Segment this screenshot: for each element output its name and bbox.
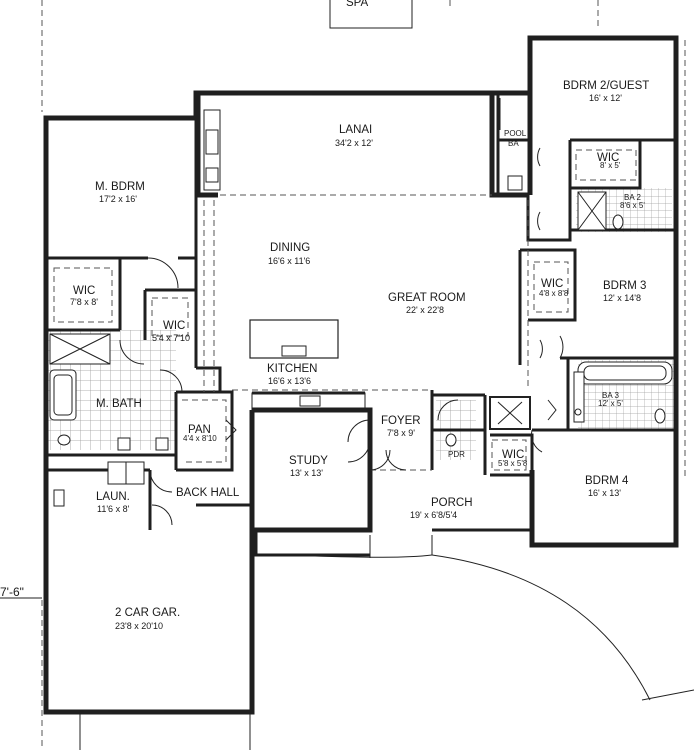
great-room-dim: 22' x 22'8 — [406, 305, 444, 315]
wic-b4-name: WIC — [502, 449, 524, 461]
fixtures — [49, 109, 673, 507]
bdrm4-name: BDRM 4 — [585, 475, 629, 487]
spa-label: SPA — [346, 0, 368, 9]
m-bdrm-name: M. BDRM — [95, 181, 145, 193]
bdrm3-name: BDRM 3 — [603, 280, 646, 292]
garage-dim: 23'8 x 20'10 — [115, 621, 163, 631]
wic-b4-dim: 5'8 x 5'8 — [498, 459, 528, 468]
foyer-name: FOYER — [381, 415, 421, 427]
wic-m1-name: WIC — [73, 285, 95, 297]
spa-area: SPA — [329, 0, 413, 29]
bath3-dim: 12' x 5' — [598, 399, 623, 408]
wic-m1-dim: 7'8 x 8' — [70, 297, 98, 307]
driveway — [249, 535, 651, 750]
pan-name: PAN — [188, 424, 211, 436]
dining-dim: 16'6 x 11'6 — [268, 256, 310, 266]
windows — [43, 39, 679, 714]
openings — [53, 149, 637, 471]
wic-guest-dim: 8' x 5' — [600, 161, 621, 170]
wic-m2-dim: 5'4 x 7'10 — [152, 333, 190, 343]
kitchen-name: KITCHEN — [267, 363, 317, 375]
bath3-name: BA 3 — [602, 391, 619, 400]
lanai-dim: 34'2 x 12' — [335, 138, 373, 148]
bath2-name: BA 2 — [624, 193, 641, 202]
bdrm4-dim: 16' x 13' — [588, 488, 621, 498]
bdrm2-dim: 16' x 12' — [589, 93, 622, 103]
pan-dim: 4'4 x 8'10 — [183, 434, 217, 443]
pool-bath-sub: BA — [508, 139, 519, 148]
porch-dim: 19' x 6'8/5'4 — [410, 510, 457, 520]
bdrm2-name: BDRM 2/GUEST — [563, 80, 649, 92]
dining-name: DINING — [270, 242, 310, 254]
laun-name: LAUN. — [96, 491, 130, 503]
foyer-dim: 7'8 x 9' — [387, 428, 415, 438]
lanai-name: LANAI — [339, 124, 372, 136]
interior-walls — [46, 93, 676, 530]
great-room-name: GREAT ROOM — [388, 292, 466, 304]
dimension-label: 7'-6" — [0, 585, 24, 599]
bdrm3-dim: 12' x 14'8 — [603, 293, 641, 303]
wic-m2-name: WIC — [163, 320, 185, 332]
m-bdrm-dim: 17'2 x 16' — [99, 194, 137, 204]
pool-bath-name: POOL — [504, 129, 527, 138]
room-labels: LANAI 34'2 x 12' POOL BA BDRM 2/GUEST 16… — [0, 80, 649, 631]
back-hall-name: BACK HALL — [176, 487, 240, 499]
garage-name: 2 CAR GAR. — [115, 607, 180, 619]
laun-dim: 11'6 x 8' — [97, 504, 130, 514]
bath2-dim: 8'6 x 5' — [620, 201, 645, 210]
study-name: STUDY — [289, 455, 328, 467]
wic-b3-dim: 4'8 x 8'8 — [539, 289, 569, 298]
doors — [119, 55, 564, 526]
kitchen-dim: 16'6 x 13'6 — [268, 376, 311, 386]
porch-name: PORCH — [431, 497, 473, 509]
pdr-name: PDR — [448, 450, 465, 459]
study-dim: 13' x 13' — [290, 468, 323, 478]
m-bath-name: M. BATH — [96, 398, 142, 410]
wic-b3-name: WIC — [541, 278, 563, 290]
wic-guest-name: WIC — [597, 152, 619, 164]
